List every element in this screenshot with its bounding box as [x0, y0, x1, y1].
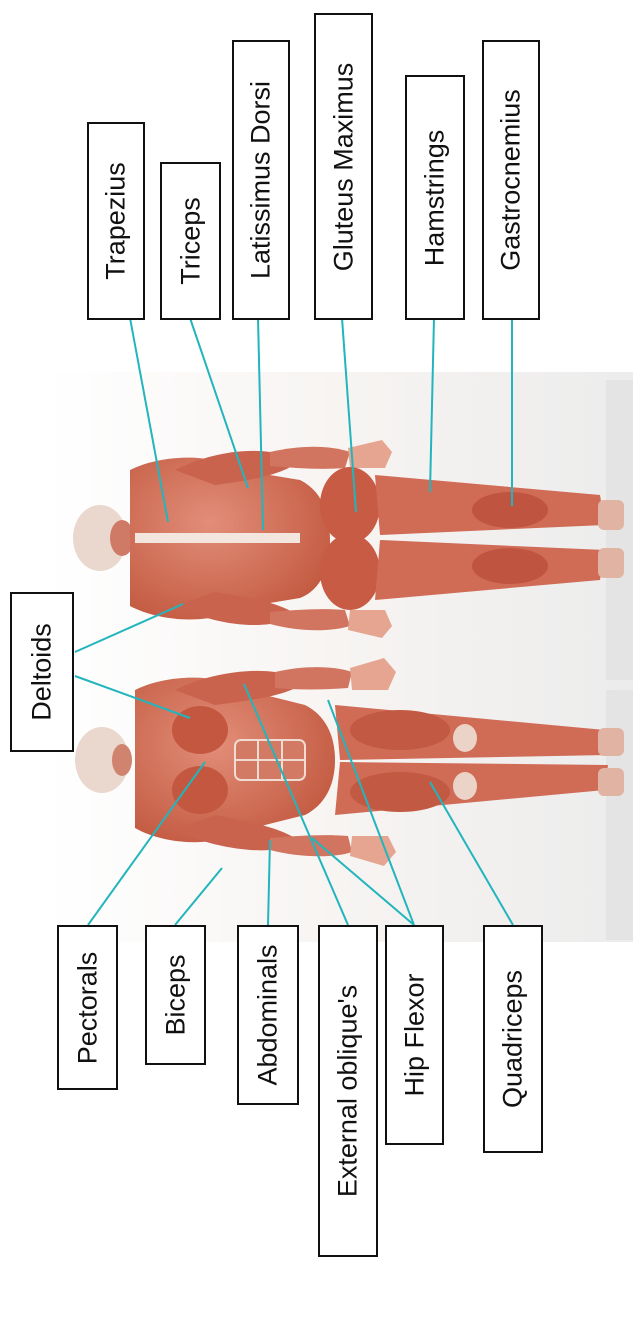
label-hip-flexor-text: Hip Flexor — [399, 973, 430, 1096]
label-pectorals: Pectorals — [57, 925, 118, 1090]
label-gluteus-maximus-text: Gluteus Maximus — [328, 62, 359, 271]
label-quadriceps: Quadriceps — [483, 925, 543, 1153]
floor-shadow-front — [606, 690, 633, 940]
label-triceps: Triceps — [160, 162, 221, 320]
label-trapezius-text: Trapezius — [101, 162, 132, 280]
label-hip-flexor: Hip Flexor — [385, 925, 444, 1145]
label-quadriceps-text: Quadriceps — [498, 970, 529, 1108]
label-latissimus-dorsi-text: Latissimus Dorsi — [246, 81, 277, 279]
label-external-obliques: External oblique's — [318, 925, 378, 1257]
label-hamstrings-text: Hamstrings — [420, 129, 451, 266]
label-pectorals-text: Pectorals — [72, 951, 103, 1064]
label-deltoids: Deltoids — [10, 592, 74, 752]
label-deltoids-text: Deltoids — [27, 623, 58, 721]
label-trapezius: Trapezius — [87, 122, 145, 320]
label-gastrocnemius: Gastrocnemius — [482, 40, 540, 320]
label-biceps: Biceps — [145, 925, 206, 1065]
label-external-obliques-text: External oblique's — [333, 985, 364, 1197]
label-gastrocnemius-text: Gastrocnemius — [496, 89, 527, 271]
label-biceps-text: Biceps — [160, 954, 191, 1035]
label-triceps-text: Triceps — [175, 197, 206, 285]
label-abdominals-text: Abdominals — [253, 944, 284, 1085]
label-latissimus-dorsi: Latissimus Dorsi — [232, 40, 290, 320]
label-gluteus-maximus: Gluteus Maximus — [314, 13, 373, 320]
label-hamstrings: Hamstrings — [405, 75, 465, 320]
label-abdominals: Abdominals — [237, 925, 299, 1105]
